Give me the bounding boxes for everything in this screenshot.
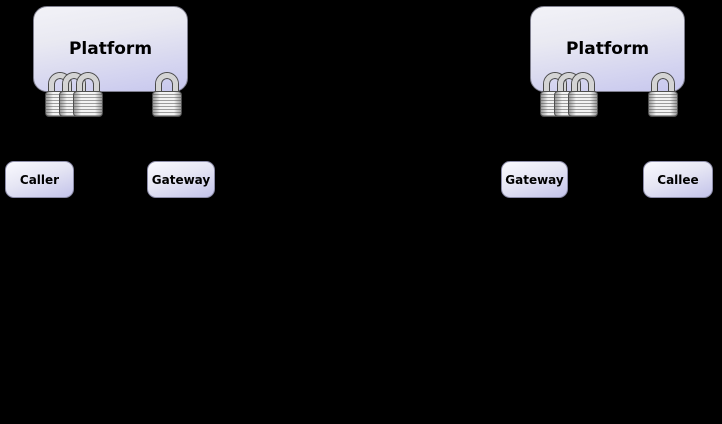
node-label: Callee [657,172,699,187]
node-label: Caller [19,172,60,187]
padlock-icon [568,73,598,117]
node-label: Gateway [505,172,564,187]
padlock-body [648,91,678,117]
node-box-gateway-left: Gateway [147,161,215,198]
padlock-shackle [77,73,99,97]
node-box-caller: Caller [5,161,74,198]
padlock-shackle [572,73,594,97]
padlock-icon [152,73,182,117]
padlock-icon [648,73,678,117]
padlock-icon [73,73,103,117]
platform-label: Platform [68,39,153,59]
padlock-shackle [156,73,178,97]
platform-label: Platform [565,39,650,59]
padlock-body [568,91,598,117]
padlock-body [152,91,182,117]
padlock-body [73,91,103,117]
node-box-callee: Callee [643,161,713,198]
node-box-gateway-right: Gateway [501,161,568,198]
node-label: Gateway [151,172,211,187]
padlock-shackle [652,73,674,97]
